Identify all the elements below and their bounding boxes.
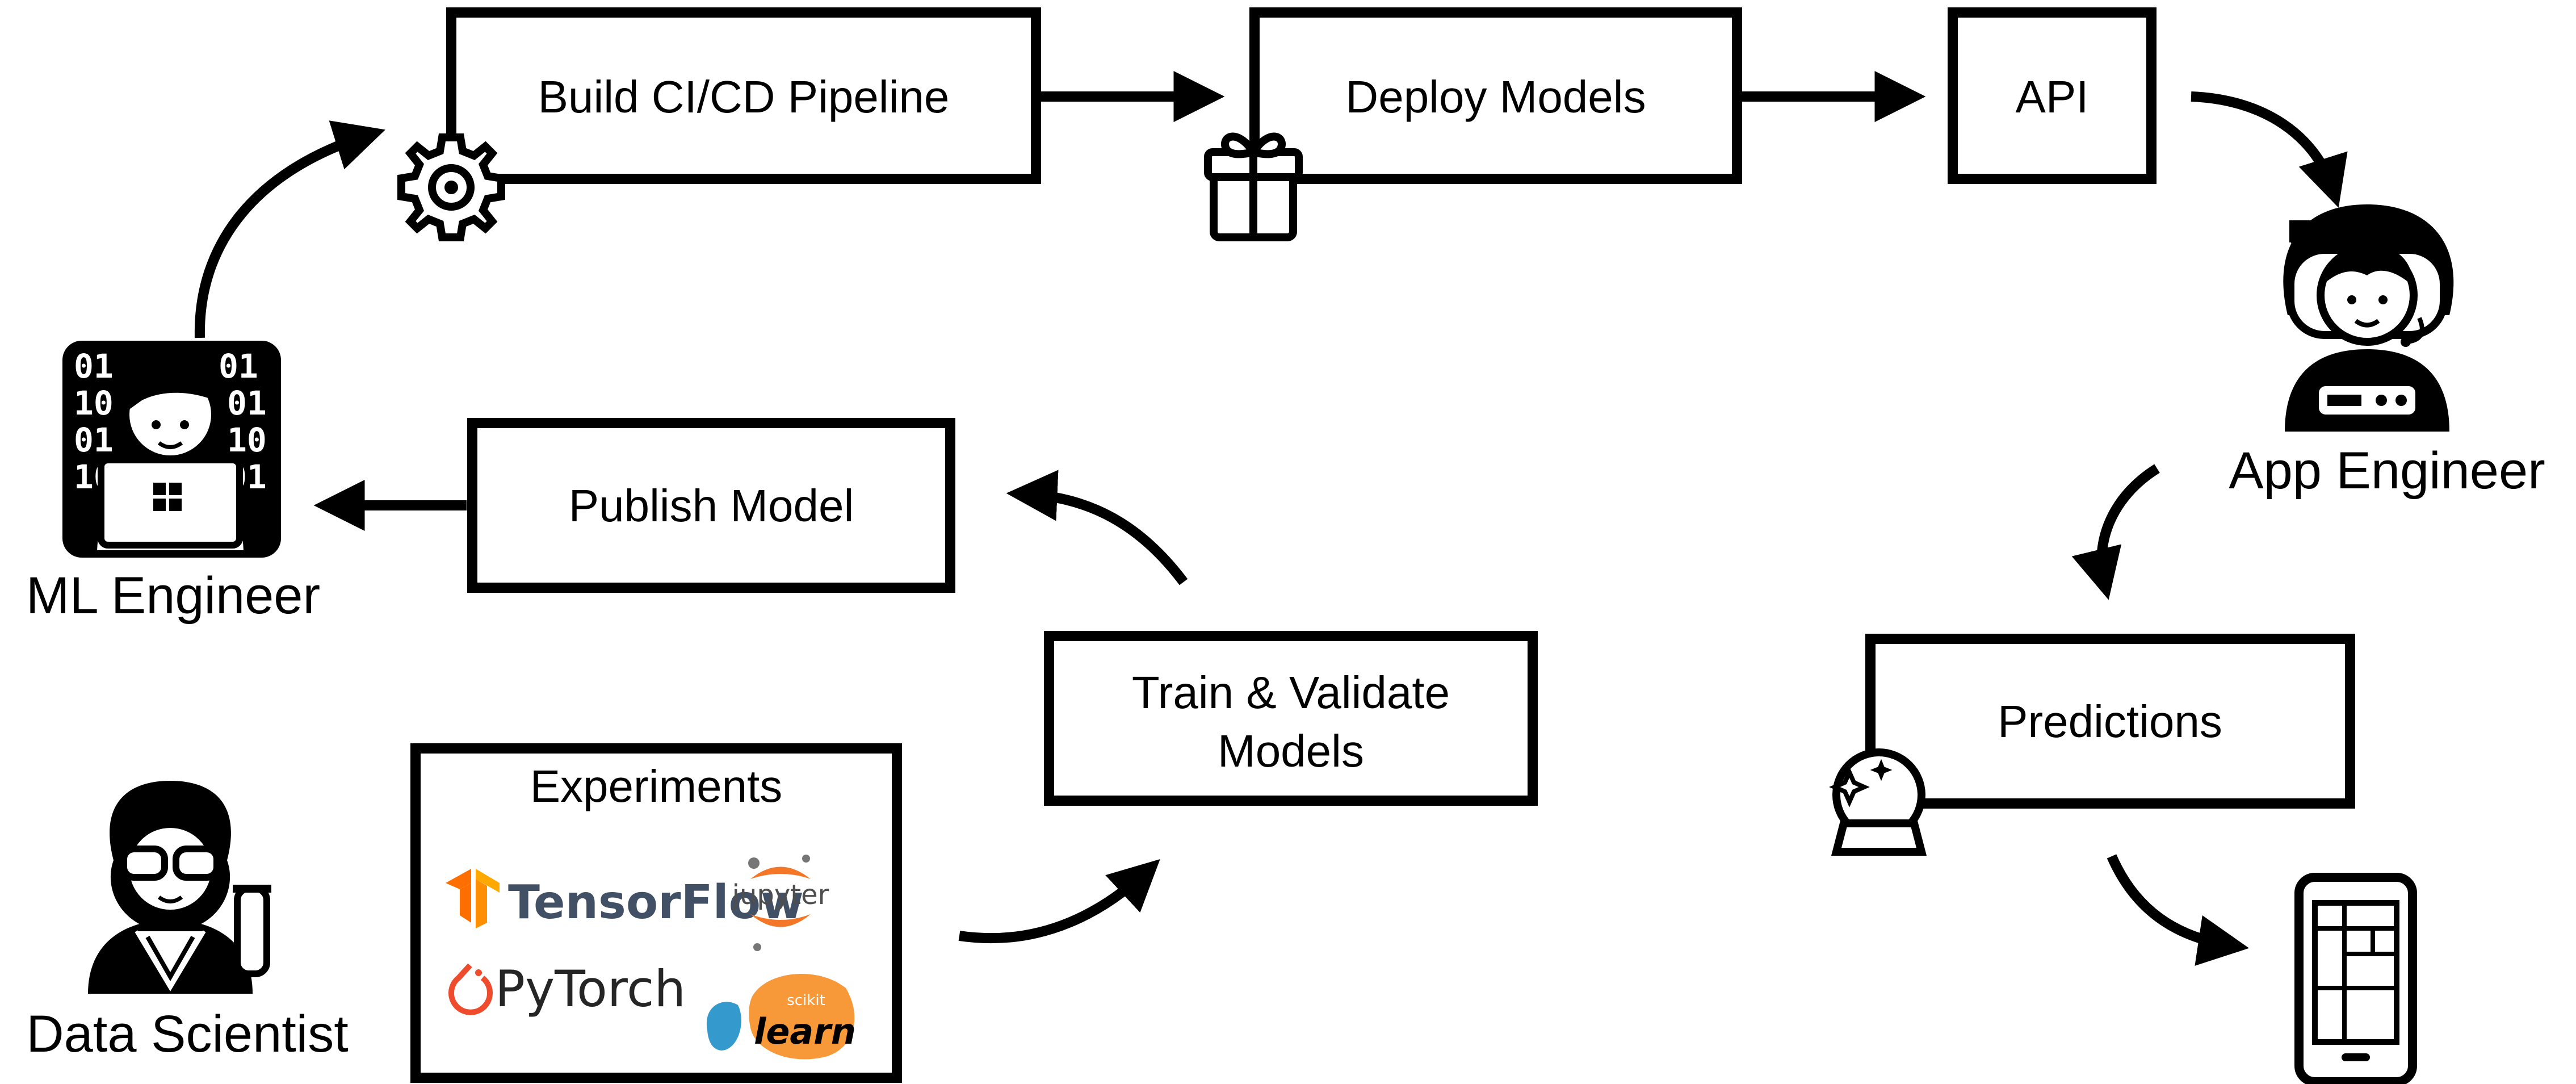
publish-model-label: Publish Model [569, 480, 854, 531]
pytorch-logo: PyTorch [448, 960, 686, 1018]
svg-text:01: 01 [74, 347, 114, 386]
train-validate-box [1044, 631, 1538, 806]
svg-text:01: 01 [74, 421, 114, 459]
gear-icon [397, 133, 505, 241]
pytorch-flame-icon [448, 963, 493, 1015]
deploy-models-box [1249, 7, 1742, 184]
publish-model-node: Publish Model [467, 418, 955, 593]
svg-text:01: 01 [227, 384, 267, 422]
data-scientist-icon [88, 781, 271, 994]
deploy-models-label: Deploy Models [1345, 72, 1646, 122]
tensorflow-logo: TensorFlow [446, 869, 804, 930]
build-pipeline-box [446, 7, 1041, 184]
svg-text:10: 10 [74, 384, 114, 422]
predictions-label: Predictions [1998, 696, 2222, 747]
sklearn-icon [706, 973, 855, 1060]
pytorch-wordmark: PyTorch [495, 960, 686, 1018]
predictions-box [1865, 634, 2355, 809]
arrow-ml-engineer-to-pipeline [194, 120, 385, 338]
predictions-node: Predictions [1865, 634, 2355, 809]
mobile-phone-icon [2294, 873, 2417, 1084]
arrow-api-to-app-engineer [2191, 91, 2348, 208]
arrows [194, 71, 2348, 966]
svg-text:10: 10 [227, 421, 267, 459]
gift-icon [1204, 132, 1303, 241]
sklearn-logo: scikit learn [706, 973, 856, 1060]
jupyter-logo: jupyter [732, 855, 829, 951]
app-engineer-icon [2283, 204, 2454, 432]
train-validate-node: Train & Validate Models [1044, 631, 1538, 806]
tensorflow-wordmark: TensorFlow [508, 876, 804, 930]
api-label: API [2016, 72, 2089, 122]
arrow-train-to-publish [1006, 470, 1188, 585]
data-scientist-label: Data Scientist [26, 1005, 349, 1063]
jupyter-wordmark: jupyter [732, 879, 829, 911]
api-box [1948, 7, 2157, 184]
train-validate-label-line2: Models [1218, 726, 1364, 776]
data-scientist-actor: Data Scientist [26, 781, 349, 1063]
jupyter-icon [748, 855, 811, 951]
arrow-app-engineer-to-predictions [2071, 464, 2160, 600]
train-validate-label-line1: Train & Validate [1132, 667, 1450, 718]
build-pipeline-label: Build CI/CD Pipeline [538, 72, 950, 122]
experiments-label: Experiments [530, 761, 783, 811]
deploy-models-node: Deploy Models [1249, 7, 1742, 184]
build-pipeline-node: Build CI/CD Pipeline [446, 7, 1041, 184]
api-node: API [1948, 7, 2157, 184]
crystal-ball-icon [1829, 748, 1927, 856]
svg-text:01: 01 [219, 347, 258, 386]
ml-engineer-label: ML Engineer [26, 567, 320, 625]
sklearn-big-wordmark: learn [754, 1011, 856, 1052]
publish-model-box [467, 418, 955, 593]
sklearn-small-wordmark: scikit [787, 992, 825, 1009]
experiments-node: Experiments TensorFlow jupyter [410, 743, 902, 1083]
app-engineer-label: App Engineer [2229, 442, 2545, 500]
app-engineer-actor: App Engineer [2229, 204, 2545, 500]
arrow-predictions-to-phone [2107, 854, 2250, 966]
tensorflow-icon [446, 869, 500, 928]
arrow-experiments-to-train [958, 859, 1160, 944]
